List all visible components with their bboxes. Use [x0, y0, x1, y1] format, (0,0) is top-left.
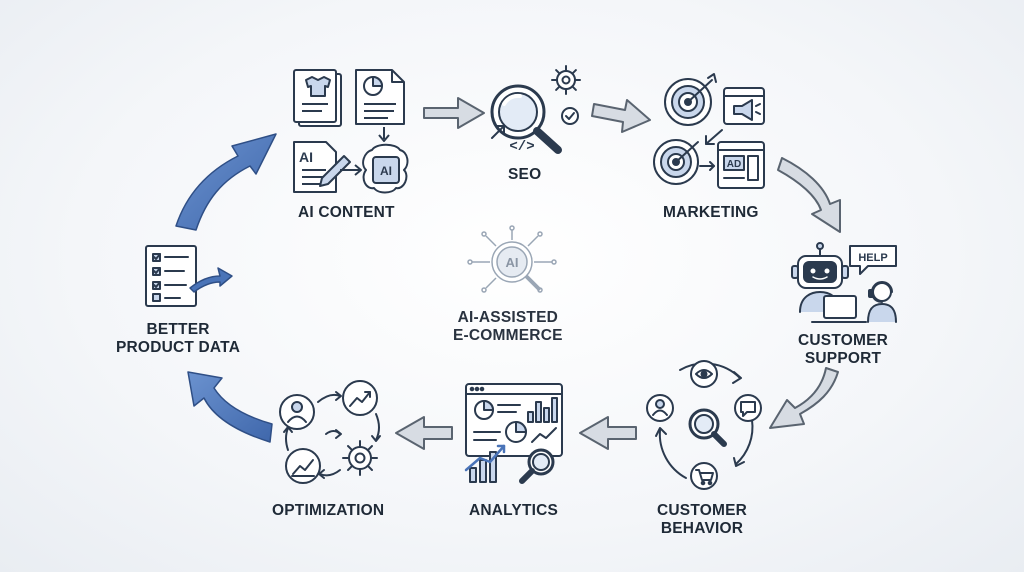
arrow-product-data-to-content [175, 133, 277, 231]
label-better-product-data: BETTER PRODUCT DATA [116, 321, 240, 357]
analytics-icon [464, 383, 563, 484]
center-ai-badge: AI [506, 255, 519, 270]
customer-support-icon [791, 242, 897, 323]
chat-icon [734, 394, 762, 422]
ai-content-icon [293, 69, 409, 194]
label-analytics: ANALYTICS [469, 502, 559, 519]
label-customer-support-line1: CUSTOMER [798, 332, 889, 349]
target-icon [664, 73, 717, 126]
label-optimization: OPTIMIZATION [272, 502, 385, 519]
product-data-arrow [189, 267, 233, 293]
arrow-content-to-seo [423, 97, 485, 129]
label-center-line1: AI-ASSISTED [457, 309, 559, 326]
gear-icon [342, 440, 378, 476]
seo-icon [490, 65, 581, 154]
marketing-icon [653, 73, 765, 189]
ai-doc-badge: AI [299, 149, 313, 165]
label-center-line2: E-COMMERCE [453, 327, 563, 344]
label-better-product-data-line1: BETTER [146, 321, 210, 338]
label-seo: SEO [508, 166, 542, 183]
optimization-icon [279, 380, 381, 484]
label-customer-support-line2: SUPPORT [804, 350, 882, 367]
label-customer-behavior-line2: BEHAVIOR [660, 520, 744, 537]
arrow-support-to-behavior [769, 367, 839, 429]
label-center: AI-ASSISTED E-COMMERCE [453, 309, 563, 345]
center-ai-emblem [467, 225, 557, 293]
label-customer-behavior-line1: CUSTOMER [657, 502, 748, 519]
label-ai-content: AI CONTENT [298, 204, 395, 221]
arrow-optimization-to-product-data [187, 371, 273, 443]
arrow-behavior-to-analytics [579, 416, 637, 450]
product-data-icon [145, 245, 197, 307]
label-marketing: MARKETING [663, 204, 759, 221]
help-text: HELP [858, 252, 887, 264]
ai-chip-badge: AI [380, 164, 392, 178]
gear-icon [551, 65, 581, 95]
seo-code-glyph: </> [509, 139, 534, 155]
arrow-analytics-to-optimization [395, 416, 453, 450]
label-customer-support: CUSTOMER SUPPORT [798, 332, 888, 368]
ad-text: AD [727, 159, 741, 170]
arrow-marketing-to-support [777, 157, 841, 233]
target-icon [653, 139, 699, 185]
arrow-seo-to-marketing [591, 99, 651, 133]
label-better-product-data-line2: PRODUCT DATA [116, 339, 241, 356]
customer-behavior-icon [646, 360, 762, 490]
label-customer-behavior: CUSTOMER BEHAVIOR [657, 502, 747, 538]
check-icon [561, 107, 579, 125]
